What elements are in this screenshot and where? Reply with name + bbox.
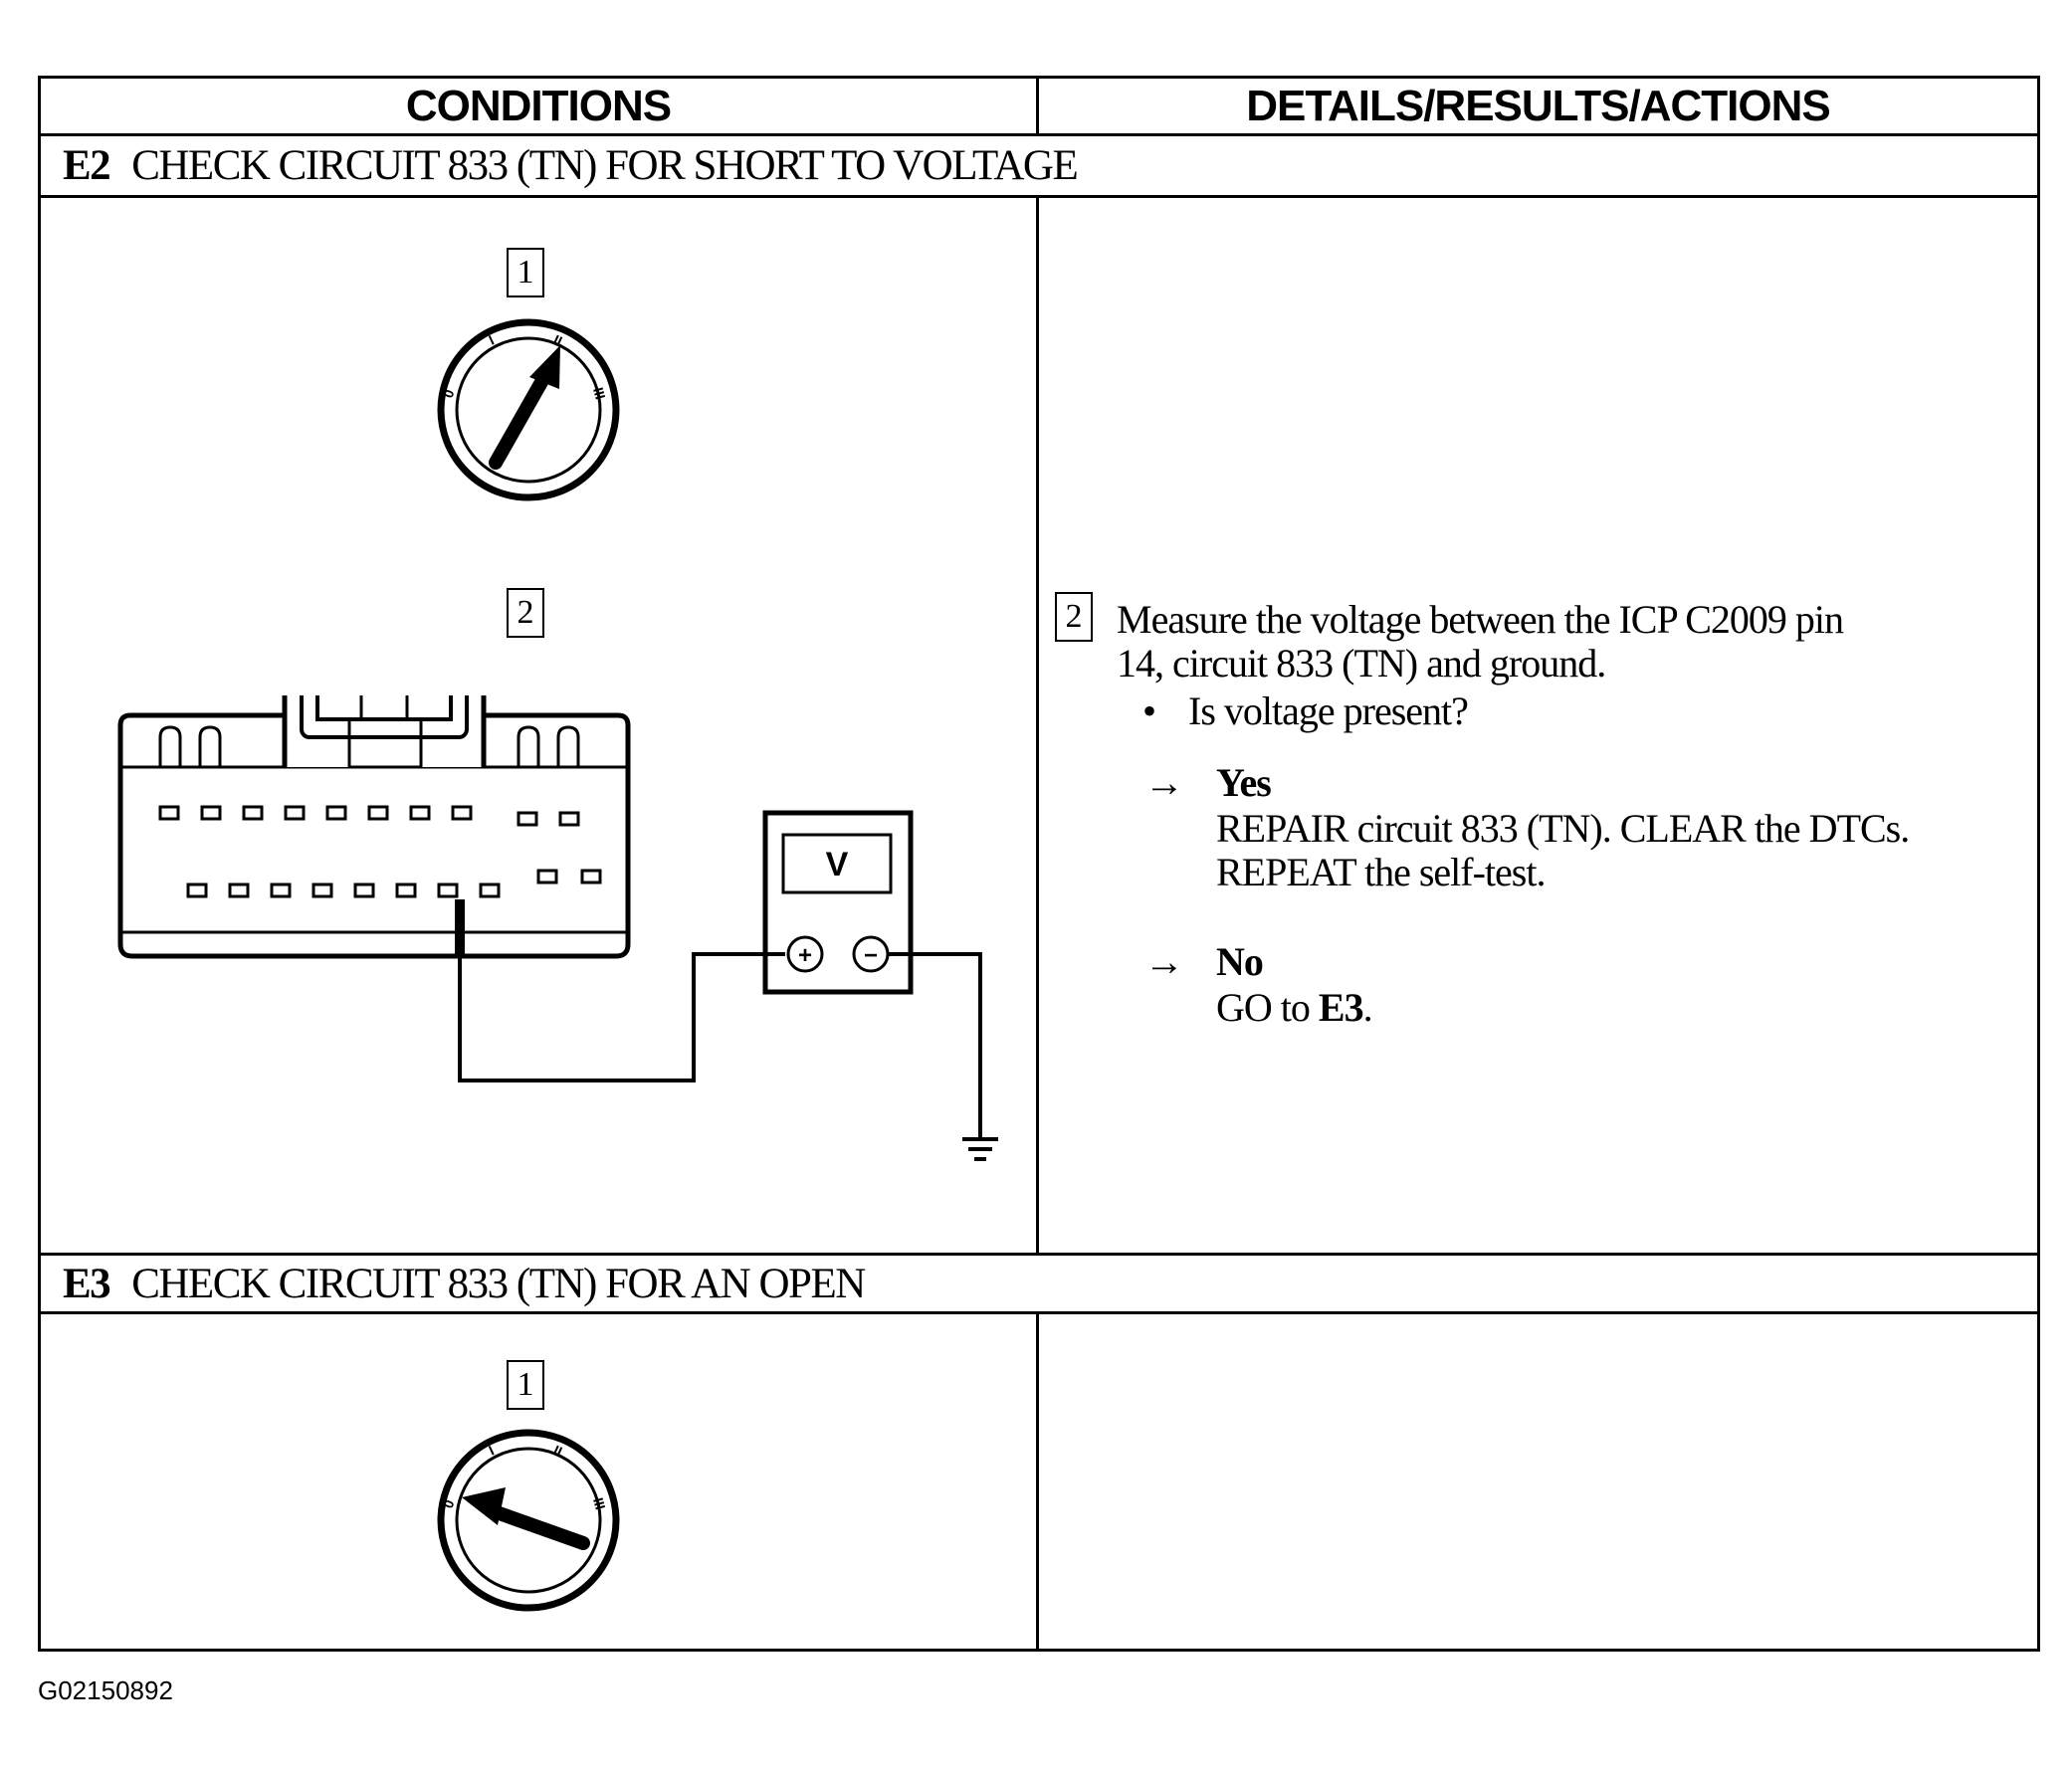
- e3-details: [1039, 1314, 2037, 1649]
- e2-conditions: 1 0 I II III 2: [41, 198, 1039, 1253]
- e2-step-2-box: 2: [507, 588, 544, 638]
- go-to-e3-link[interactable]: E3: [1318, 985, 1364, 1030]
- yes-action-line-1: REPAIR circuit 833 (TN). CLEAR the DTCs.: [1216, 806, 1910, 851]
- e2-details: 2 Measure the voltage between the ICP C2…: [1039, 198, 2037, 1253]
- positive-lead-wire: [458, 952, 785, 1082]
- test-probe: [455, 899, 465, 955]
- connector-latch: [282, 695, 487, 767]
- question-text: Is voltage present?: [1188, 688, 1469, 733]
- connector-pins-bottom: [186, 869, 602, 898]
- detail-line-2: 14, circuit 833 (TN) and ground.: [1117, 641, 1606, 686]
- voltmeter-plus: +: [798, 942, 812, 969]
- ignition-mark-1: I: [487, 332, 497, 348]
- e2-step-id: E2: [63, 142, 111, 189]
- ignition-off-mark-1: I: [487, 1443, 497, 1459]
- no-action-line: GO to E3.: [1216, 985, 1373, 1030]
- ground-symbol-icon: [962, 1137, 998, 1161]
- figure-id: G02150892: [38, 1675, 173, 1705]
- no-label: No: [1216, 939, 1264, 984]
- conditions-header: CONDITIONS: [41, 79, 1039, 133]
- procedure-table: CONDITIONS DETAILS/RESULTS/ACTIONS E2 CH…: [38, 76, 2040, 1652]
- bullet-icon: •: [1142, 688, 1156, 733]
- e2-section-title: E2 CHECK CIRCUIT 833 (TN) FOR SHORT TO V…: [41, 136, 2037, 198]
- details-header: DETAILS/RESULTS/ACTIONS: [1246, 81, 1831, 130]
- yes-action-line-2: REPEAT the self-test.: [1216, 850, 1546, 894]
- no-action-suffix: .: [1362, 985, 1373, 1030]
- ignition-mark-3: III: [590, 386, 608, 401]
- e2-step-1-box: 1: [507, 248, 544, 297]
- yes-arrow-icon: →: [1144, 760, 1184, 805]
- detail-line-1: Measure the voltage between the ICP C200…: [1117, 597, 1844, 642]
- e2-body: 1 0 I II III 2: [41, 198, 2037, 1253]
- e3-conditions: 1 0 I II III: [41, 1314, 1039, 1649]
- ignition-off-mark-3: III: [590, 1496, 608, 1511]
- connector-voltmeter-diagram: V + −: [117, 695, 998, 1161]
- no-action-prefix: GO to: [1216, 985, 1319, 1030]
- voltmeter-minus: −: [864, 942, 878, 969]
- e3-step-1-box: 1: [507, 1360, 544, 1410]
- e2-title-text: CHECK CIRCUIT 833 (TN) FOR SHORT TO VOLT…: [131, 142, 1079, 189]
- ignition-switch-run-icon: 0 I II III: [437, 318, 620, 501]
- negative-lead-wire: [888, 952, 982, 1139]
- e3-step-id: E3: [63, 1260, 111, 1307]
- e3-body: 1 0 I II III: [41, 1314, 2037, 1649]
- voltmeter-label: V: [826, 846, 849, 884]
- connector-body: [117, 712, 631, 959]
- e2-detail-step-box: 2: [1055, 592, 1093, 642]
- yes-label: Yes: [1216, 760, 1272, 805]
- connector-pins-top: [158, 805, 580, 827]
- no-arrow-icon: →: [1144, 939, 1184, 984]
- table-header: CONDITIONS DETAILS/RESULTS/ACTIONS: [41, 79, 2037, 136]
- e3-section-title: E3 CHECK CIRCUIT 833 (TN) FOR AN OPEN: [41, 1253, 2037, 1314]
- ignition-switch-off-icon: 0 I II III: [437, 1429, 620, 1612]
- e3-title-text: CHECK CIRCUIT 833 (TN) FOR AN OPEN: [131, 1260, 866, 1307]
- voltmeter: V + −: [762, 810, 914, 995]
